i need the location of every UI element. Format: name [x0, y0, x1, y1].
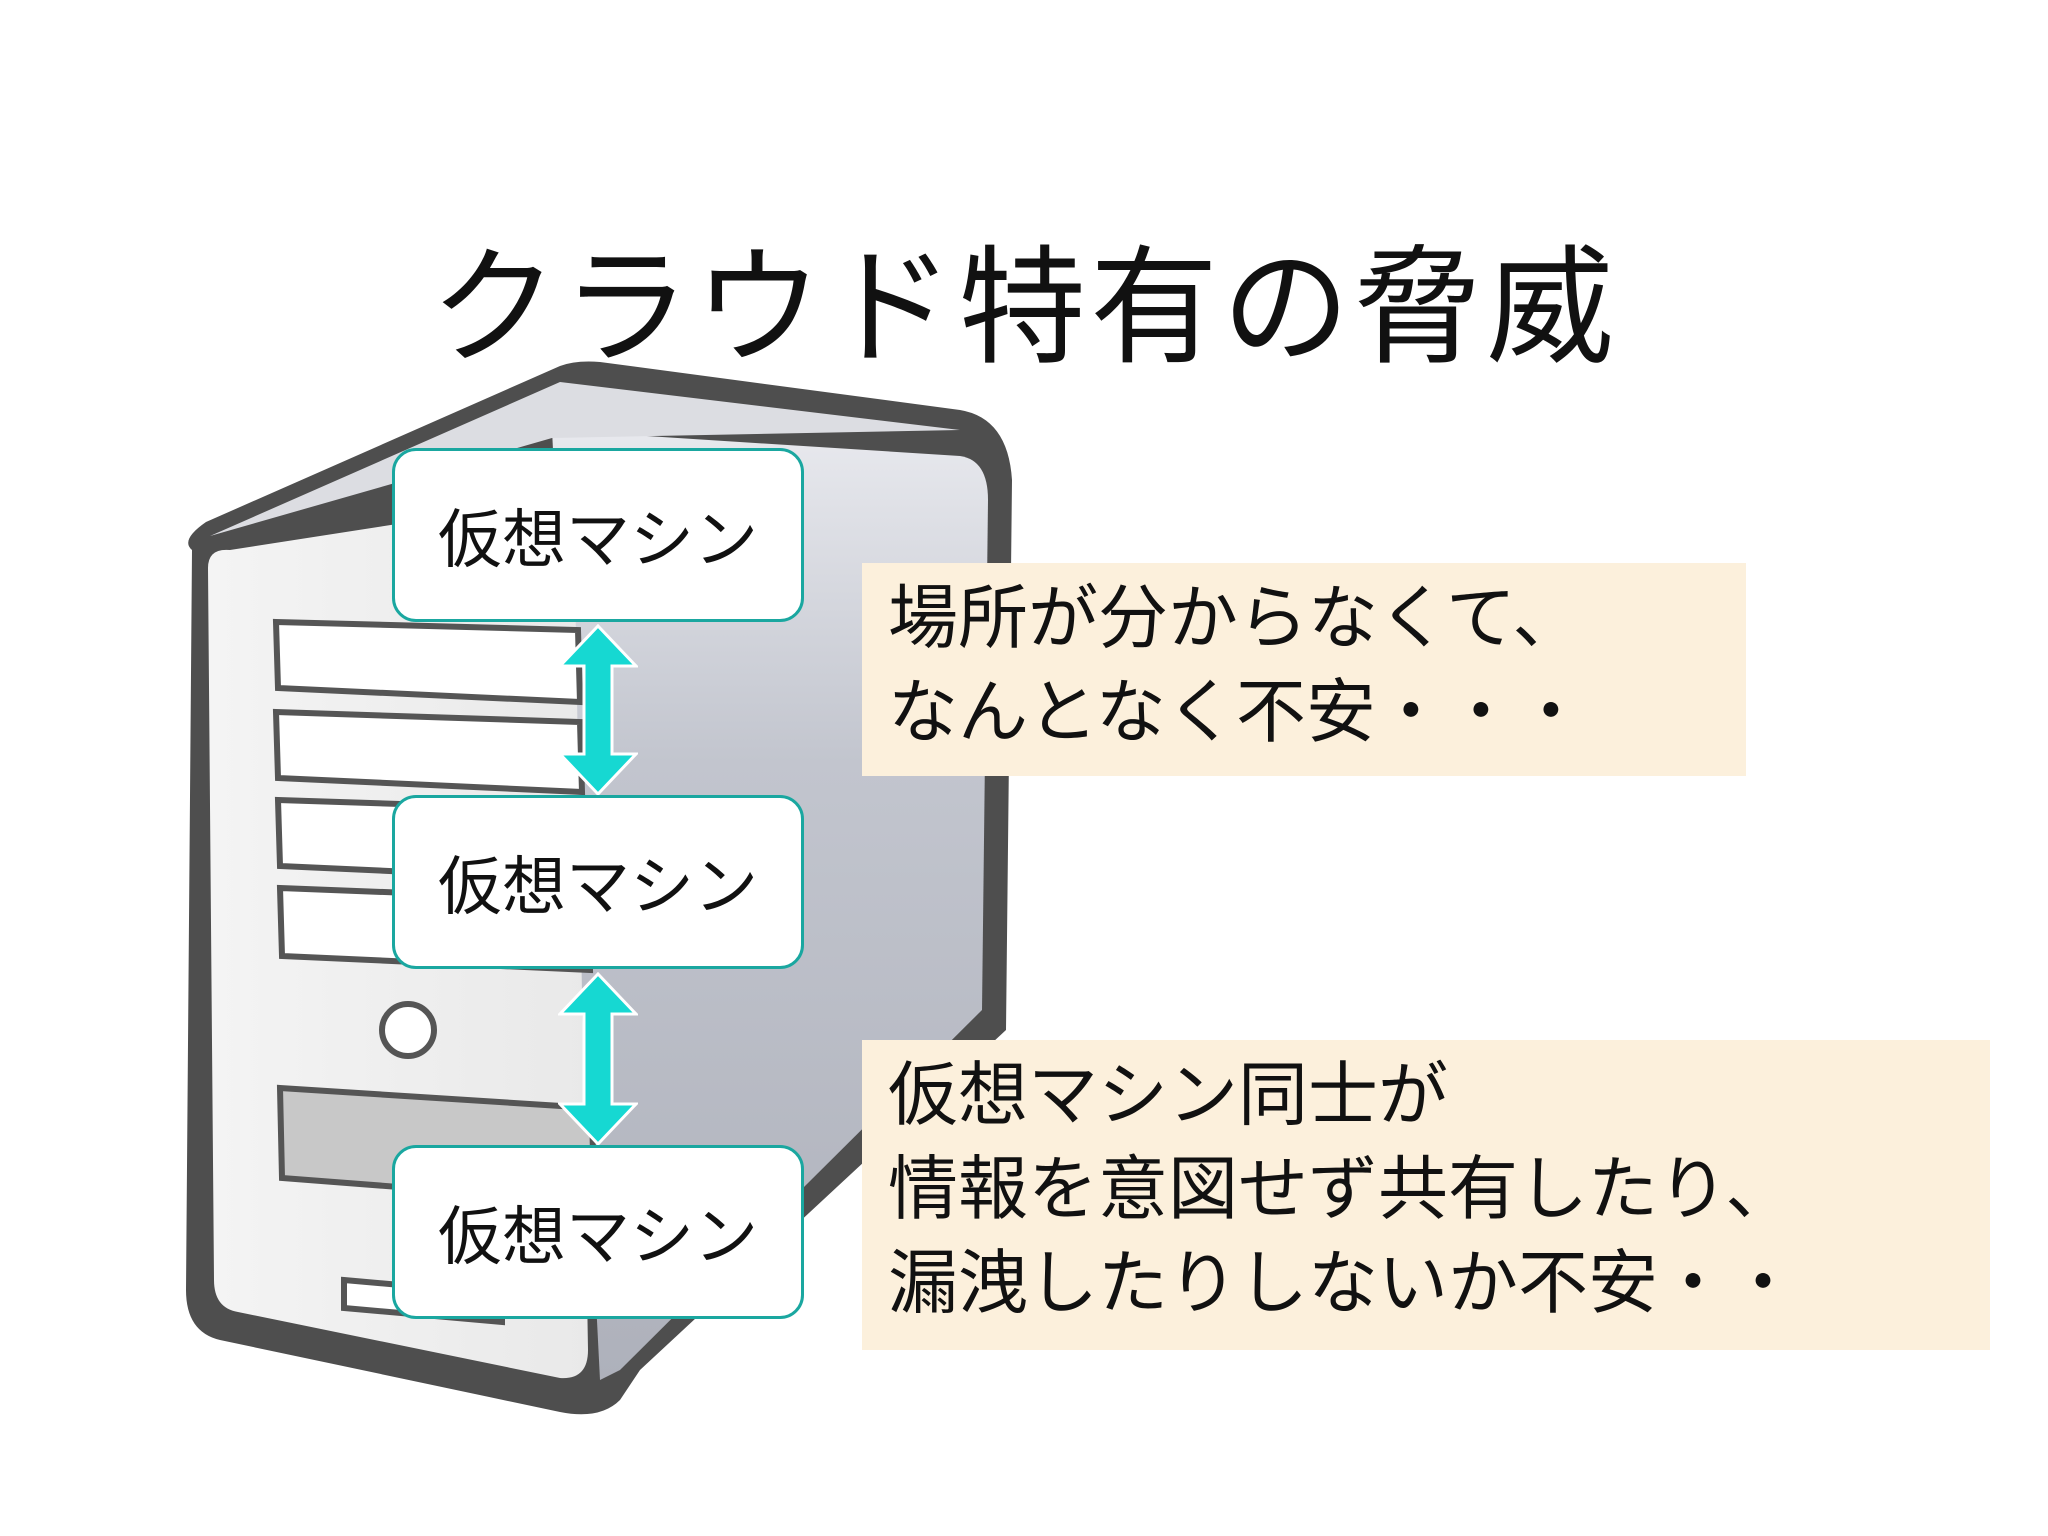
note-line: 漏洩したりしないか不安・・ [888, 1242, 1798, 1324]
data-leak-concern-note: 仮想マシン同士が 情報を意図せず共有したり、 漏洩したりしないか不安・・ [862, 1040, 1990, 1350]
double-headed-arrow-icon [558, 624, 638, 796]
note-line: 場所が分からなくて、 [888, 577, 1583, 659]
server-power-button [379, 1001, 437, 1059]
note-line: 情報を意図せず共有したり、 [888, 1148, 1796, 1230]
slide-title: クラウド特有の脅威 [429, 233, 1618, 383]
note-line: なんとなく不安・・・ [888, 671, 1586, 753]
virtual-machine-box: 仮想マシン [392, 795, 804, 969]
double-headed-arrow-icon [558, 972, 638, 1146]
virtual-machine-box: 仮想マシン [392, 1145, 804, 1319]
location-concern-note: 場所が分からなくて、 なんとなく不安・・・ [862, 563, 1746, 776]
virtual-machine-box: 仮想マシン [392, 448, 804, 622]
note-line: 仮想マシン同士が [888, 1054, 1448, 1136]
server-top [210, 382, 960, 536]
